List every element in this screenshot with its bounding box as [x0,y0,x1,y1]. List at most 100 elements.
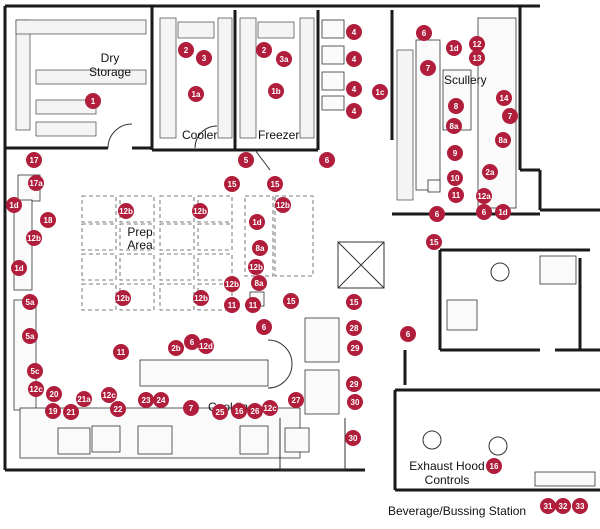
callout-number: 4 [352,85,357,94]
callout-number: 15 [287,297,296,306]
callout-badge: 5 [238,152,254,168]
callout-number: 16 [490,462,499,471]
callout-number: 12a [477,192,491,201]
callout-badge: 2b [168,340,184,356]
callout-badge: 12c [101,387,117,403]
callout-number: 8a [450,122,459,131]
cookline-equipment [13,299,346,471]
dry-storage-shelving [15,19,147,149]
callout-badge: 22 [110,401,126,417]
callout-badge: 3 [196,50,212,66]
callout-badge: 24 [153,392,169,408]
callout-number: 12b [116,294,130,303]
callout-number: 3 [202,54,207,63]
callout-badge: 19 [45,403,61,419]
callout-number: 25 [216,408,225,417]
callout-badge: 6 [476,204,492,220]
callout-badge: 1d [446,40,462,56]
callout-number: 15 [228,180,237,189]
room-label-freezer: Freezer [258,128,299,142]
callout-number: 6 [422,29,427,38]
callout-badge: 15 [283,293,299,309]
callout-number: 5c [31,367,40,376]
freezer-shelving [239,17,315,171]
callout-number: 12c [102,391,116,400]
callout-number: 7 [189,404,194,413]
callout-number: 8a [255,279,264,288]
callout-number: 1d [252,218,261,227]
callout-badge: 12d [198,338,214,354]
callout-badge: 18 [40,212,56,228]
callout-number: 13 [473,54,482,63]
callout-badge: 16 [231,403,247,419]
callout-number: 6 [406,330,411,339]
callout-badge: 15 [426,234,442,250]
callout-badge: 5a [22,328,38,344]
callout-badge: 1c [372,84,388,100]
callout-badge: 6 [429,206,445,222]
callout-number: 4 [352,55,357,64]
callout-badge: 1d [495,204,511,220]
callout-number: 12b [249,263,263,272]
callout-badge: 12b [118,203,134,219]
callout-badge: 12a [476,188,492,204]
callout-badge: 1d [249,214,265,230]
callout-badge: 12b [193,290,209,306]
callout-number: 15 [430,238,439,247]
room-label-cooler: Cooler [182,128,217,142]
callout-badge: 17 [26,152,42,168]
callout-badge: 11 [448,187,464,203]
callout-badge: 21 [63,404,79,420]
callout-badge: 12b [192,203,208,219]
walls [3,4,600,492]
callout-number: 12b [27,234,41,243]
callout-badge: 7 [502,108,518,124]
callout-badge: 30 [345,430,361,446]
callout-number: 27 [292,396,301,405]
callout-badge: 32 [555,498,571,514]
callout-badge: 8 [448,98,464,114]
callout-number: 12c [29,385,43,394]
callout-badge: 4 [346,103,362,119]
callout-badge: 5c [27,363,43,379]
callout-number: 12b [276,201,290,210]
callout-number: 6 [190,338,195,347]
callout-number: 1b [271,87,280,96]
callout-number: 2 [184,46,189,55]
callout-number: 6 [262,323,267,332]
callout-badge: 1a [188,86,204,102]
callout-badge: 26 [247,403,263,419]
callout-badge: 4 [346,81,362,97]
callout-number: 1 [91,97,96,106]
carts [321,19,345,111]
callout-number: 28 [350,324,359,333]
callout-number: 29 [351,344,360,353]
callout-badge: 20 [46,386,62,402]
callout-badge: 12b [275,197,291,213]
callout-badge: 7 [183,400,199,416]
callout-badge: 30 [347,394,363,410]
callout-number: 5a [26,298,35,307]
callout-number: 11 [228,301,237,310]
callout-number: 26 [251,407,260,416]
callout-badge: 8a [446,118,462,134]
office-furniture [422,255,596,487]
callout-badge: 4 [346,24,362,40]
callout-badge: 3a [276,51,292,67]
callout-badge: 2 [256,42,272,58]
callout-number: 12b [194,294,208,303]
callout-badge: 12b [224,276,240,292]
callout-number: 12b [225,280,239,289]
callout-number: 11 [452,191,461,200]
callout-number: 15 [271,180,280,189]
callout-badge: 9 [447,145,463,161]
callout-number: 1d [498,208,507,217]
callout-number: 1c [376,88,385,97]
callout-badge: 6 [319,152,335,168]
callout-badge: 28 [346,320,362,336]
